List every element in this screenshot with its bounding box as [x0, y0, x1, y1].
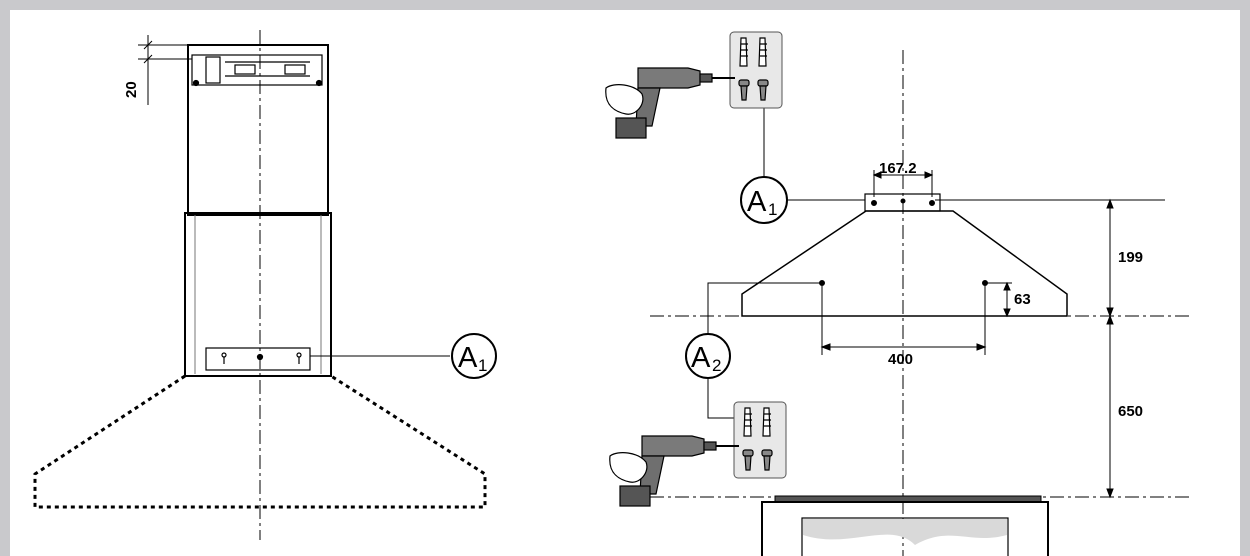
wall-plug-icon — [743, 407, 771, 437]
screw-icon — [738, 79, 769, 101]
dimension-167-2 — [872, 170, 934, 197]
top-mount-bracket — [864, 193, 941, 212]
callout-index: 1 — [478, 356, 487, 375]
wall-plug-icon — [739, 37, 767, 67]
drill-inset-top — [605, 31, 783, 139]
dimension-20 — [138, 35, 192, 105]
screw-panel-bottom — [733, 401, 787, 479]
callout-letter: A — [458, 342, 478, 374]
diagram-canvas: A 1 20 — [10, 10, 1240, 556]
callout-right-a2: A 2 — [685, 333, 731, 379]
callout-index: 1 — [768, 200, 777, 219]
dimension-400 — [820, 286, 987, 355]
oven-body — [761, 501, 1049, 556]
drill-inset-bottom — [609, 401, 787, 507]
callout-right-a1: A 1 — [740, 176, 788, 224]
drill-icon — [609, 435, 739, 507]
screw-panel-top — [729, 31, 783, 109]
dimension-label-20: 20 — [123, 81, 140, 98]
dimension-label-167-2: 167.2 — [879, 160, 917, 177]
drill-icon — [605, 67, 735, 139]
installation-diagram: A 1 20 — [33, 30, 1190, 556]
callout-index: 2 — [712, 356, 721, 375]
oven-glass-reflection — [803, 519, 1007, 545]
right-side-view — [650, 50, 1190, 556]
screw-icon — [742, 449, 773, 471]
dimension-650 — [1106, 314, 1114, 499]
left-front-view — [33, 30, 487, 540]
lower-chimney — [184, 212, 332, 377]
dimension-63 — [985, 281, 1012, 318]
oven-window — [801, 517, 1009, 556]
leader-right-a2 — [707, 282, 822, 337]
top-bracket — [191, 54, 323, 87]
dimension-label-63: 63 — [1014, 291, 1031, 308]
callout-left-a1: A 1 — [451, 333, 497, 379]
upper-chimney — [187, 44, 329, 216]
dimension-label-199: 199 — [1118, 249, 1143, 266]
callout-letter: A — [747, 186, 767, 218]
lower-bracket — [205, 347, 311, 371]
hood-profile — [741, 210, 1068, 317]
dimension-label-400: 400 — [888, 351, 913, 368]
dimension-199 — [1106, 198, 1114, 318]
dimension-label-650: 650 — [1118, 403, 1143, 420]
callout-letter: A — [691, 342, 711, 374]
